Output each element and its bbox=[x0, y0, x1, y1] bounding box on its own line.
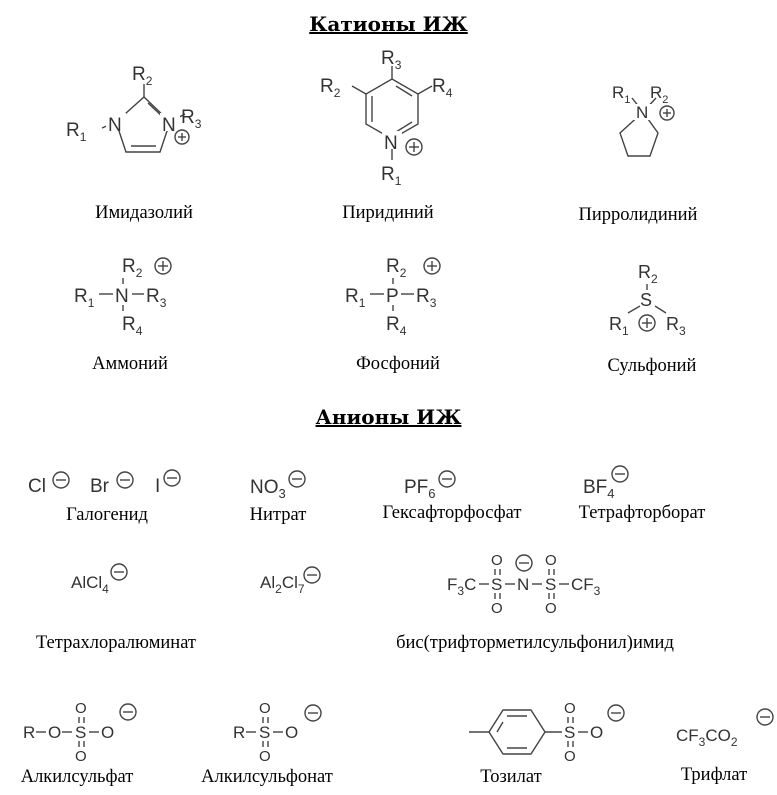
label-ammonium: Аммоний bbox=[92, 354, 168, 374]
label-pyrrolidinium: Пирролидиний bbox=[578, 205, 698, 225]
cations-title: Катионы ИЖ bbox=[309, 12, 468, 36]
tetrafluoroborate-formula: BF4 bbox=[583, 465, 629, 501]
svg-text:R: R bbox=[233, 723, 245, 742]
anions-title: Анионы ИЖ bbox=[315, 405, 462, 429]
sulfonium-r3: R3 bbox=[666, 314, 686, 338]
pyrrolidinium-n: N bbox=[636, 103, 648, 122]
svg-text:O: O bbox=[590, 723, 603, 742]
svg-text:O: O bbox=[101, 723, 114, 742]
pyridinium-structure: N R3 R2 R4 R1 bbox=[320, 48, 453, 188]
svg-text:O: O bbox=[491, 552, 503, 569]
phosphonium-r1: R1 bbox=[345, 286, 366, 310]
tosylate-structure: S O O O bbox=[469, 700, 625, 765]
chloride-formula: Cl bbox=[28, 476, 46, 497]
svg-text:O: O bbox=[545, 600, 557, 617]
pyridinium-r3: R3 bbox=[381, 48, 402, 72]
triflate-formula: CF3CO2 bbox=[676, 708, 774, 749]
phosphonium-r2: R2 bbox=[386, 256, 407, 280]
svg-text:S: S bbox=[259, 723, 270, 742]
imidazolium-n3: N bbox=[162, 115, 176, 136]
pyrrolidinium-structure: N R1 R2 bbox=[612, 83, 675, 157]
label-hexafluorophosphate: Гексафторфосфат bbox=[382, 503, 522, 523]
svg-text:S: S bbox=[75, 723, 86, 742]
pyrrolidinium-r1: R1 bbox=[612, 83, 630, 106]
pyrrolidinium-r2: R2 bbox=[650, 83, 668, 106]
tetrachloroaluminate-formula: AlCl4 bbox=[71, 563, 128, 596]
svg-text:CF3CO2: CF3CO2 bbox=[676, 726, 738, 749]
phosphonium-r3: R3 bbox=[416, 286, 437, 310]
svg-text:AlCl4: AlCl4 bbox=[71, 573, 109, 596]
label-imidazolium: Имидазолий bbox=[95, 203, 193, 223]
ammonium-structure: R2 R1 N R3 R4 bbox=[74, 256, 172, 338]
label-sulfonium: Сульфоний bbox=[607, 356, 697, 376]
label-alkylsulfate: Алкилсульфат bbox=[20, 767, 134, 787]
pyridinium-r2: R2 bbox=[320, 76, 341, 100]
label-nitrate: Нитрат bbox=[249, 505, 307, 525]
alkylsulfate-structure: R O S O O O bbox=[23, 700, 137, 765]
svg-text:O: O bbox=[491, 600, 503, 617]
iodide-formula: I bbox=[155, 476, 160, 497]
nitrate-formula: NO3 bbox=[250, 470, 306, 501]
svg-text:F3C: F3C bbox=[447, 575, 476, 598]
ammonium-r1: R1 bbox=[74, 286, 95, 310]
svg-text:PF6: PF6 bbox=[404, 477, 436, 501]
imidazolium-r1: R1 bbox=[66, 120, 87, 144]
label-tetrachloroaluminate: Тетрахлоралюминат bbox=[35, 633, 197, 653]
svg-text:O: O bbox=[285, 723, 298, 742]
svg-text:S: S bbox=[491, 575, 502, 594]
imidazolium-r3: R3 bbox=[181, 107, 202, 131]
label-tosylate: Тозилат bbox=[480, 767, 542, 787]
ammonium-n: N bbox=[115, 286, 129, 307]
label-alkylsulfonate: Алкилсульфонат bbox=[201, 767, 333, 787]
svg-text:R: R bbox=[23, 723, 35, 742]
svg-text:S: S bbox=[545, 575, 556, 594]
label-bistriflimide: бис(трифторметилсульфонил)имид bbox=[396, 633, 674, 653]
imidazolium-r2: R2 bbox=[132, 64, 153, 88]
svg-text:NO3: NO3 bbox=[250, 477, 286, 501]
sulfonium-structure: R2 S R1 R3 bbox=[609, 262, 686, 338]
svg-text:S: S bbox=[564, 723, 575, 742]
svg-text:O: O bbox=[259, 748, 271, 765]
svg-text:O: O bbox=[48, 723, 61, 742]
imidazolium-n1: N bbox=[108, 115, 122, 136]
svg-text:O: O bbox=[75, 700, 87, 717]
label-triflate: Трифлат bbox=[680, 765, 748, 785]
bromide-formula: Br bbox=[90, 476, 110, 497]
label-tetrafluoroborate: Тетрафторборат bbox=[578, 503, 706, 523]
pyridinium-r1: R1 bbox=[381, 164, 402, 188]
svg-text:N: N bbox=[517, 575, 529, 594]
sulfonium-s: S bbox=[640, 290, 652, 310]
ammonium-r4: R4 bbox=[122, 314, 143, 338]
phosphonium-p: P bbox=[386, 286, 399, 307]
imidazolium-structure: N N R1 R2 R3 bbox=[66, 64, 202, 153]
ammonium-r2: R2 bbox=[122, 256, 143, 280]
label-phosphonium: Фосфоний bbox=[356, 354, 440, 374]
phosphonium-structure: R2 R1 P R3 R4 bbox=[345, 256, 441, 338]
sulfonium-r1: R1 bbox=[609, 314, 629, 338]
alkylsulfonate-structure: R S O O O bbox=[233, 700, 322, 765]
svg-text:BF4: BF4 bbox=[583, 477, 615, 501]
halide-formulas: Cl Br I bbox=[28, 469, 181, 497]
label-pyridinium: Пиридиний bbox=[342, 203, 434, 223]
svg-text:O: O bbox=[564, 700, 576, 717]
svg-text:CF3: CF3 bbox=[571, 575, 601, 598]
svg-text:O: O bbox=[564, 748, 576, 765]
phosphonium-r4: R4 bbox=[386, 314, 407, 338]
heptachlorodialuminate-formula: Al2Cl7 bbox=[260, 566, 321, 596]
svg-text:O: O bbox=[75, 748, 87, 765]
sulfonium-r2: R2 bbox=[638, 262, 658, 286]
bistriflimide-structure: F3C S N S CF3 O O O O bbox=[447, 552, 601, 617]
svg-text:Al2Cl7: Al2Cl7 bbox=[260, 573, 305, 596]
ammonium-r3: R3 bbox=[146, 286, 167, 310]
label-halide: Галогенид bbox=[66, 505, 148, 525]
svg-text:O: O bbox=[545, 552, 557, 569]
hexafluorophosphate-formula: PF6 bbox=[404, 470, 456, 501]
pyridinium-r4: R4 bbox=[432, 76, 453, 100]
pyridinium-n: N bbox=[384, 133, 398, 154]
svg-text:O: O bbox=[259, 700, 271, 717]
